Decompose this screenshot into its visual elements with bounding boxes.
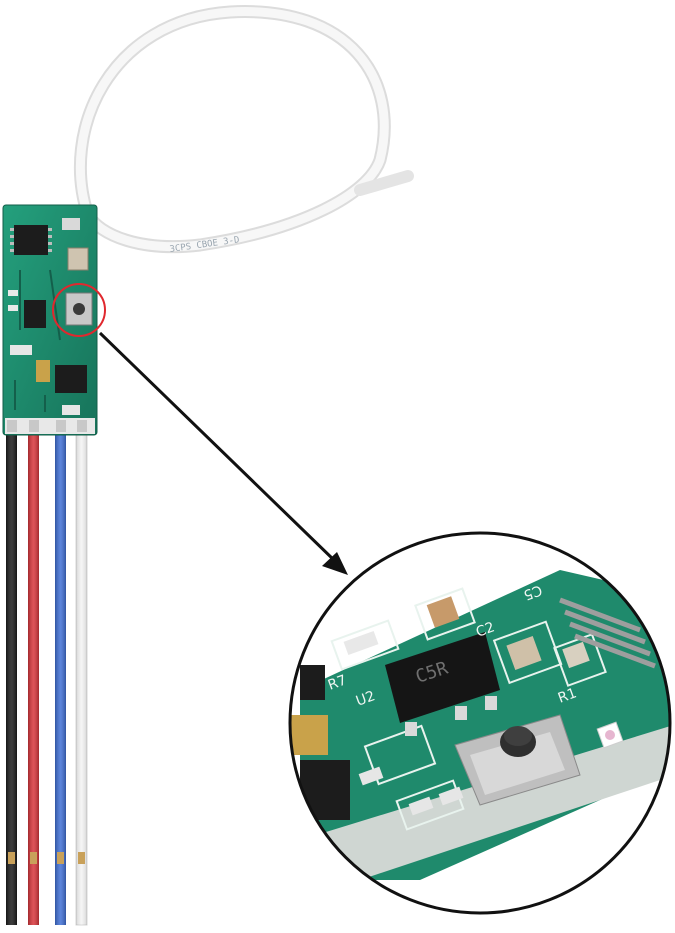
label-c2: C2 [474,619,497,640]
zoom-detail: C5R [288,531,672,915]
lead-wires [6,424,88,926]
highlight-circle [52,283,106,337]
pcb-module [2,204,98,436]
label-u2: U2 [354,688,377,710]
chip-u2: C5R [385,632,500,736]
pointer-arrow [98,331,348,575]
label-r1: R1 [556,685,579,706]
label-r7: R7 [326,672,349,693]
antenna-wire: 3CPS CBOE 3-D [74,5,414,255]
label-c5: C5 [521,581,544,602]
ic-chip [14,225,48,255]
zoom-tactile-switch [454,714,581,806]
tactile-button [65,292,93,326]
